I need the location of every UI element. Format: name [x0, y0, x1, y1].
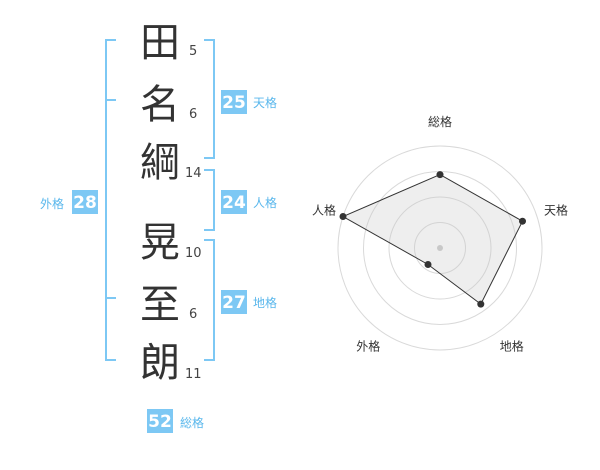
- soukaku-label: 総格: [180, 415, 204, 430]
- tenkaku-bracket: [204, 39, 215, 159]
- jinkaku-bracket: [204, 169, 215, 231]
- stroke-count-2: 6: [189, 107, 197, 122]
- jinkaku-label: 人格: [253, 195, 277, 210]
- radar-point-3: [477, 300, 485, 308]
- radar-ring-2: [388, 196, 492, 300]
- soukaku-value: 52: [148, 412, 172, 432]
- radar-axis-label-3: 地格: [500, 339, 524, 354]
- radar-point-4: [424, 261, 432, 268]
- name-char-6: 朗: [140, 340, 180, 386]
- jinkaku-value: 24: [222, 193, 246, 213]
- radar-series-shape: [341, 174, 524, 305]
- name-char-5: 至: [140, 282, 180, 328]
- gaikaku-bracket: [105, 39, 116, 361]
- stroke-count-1: 5: [189, 44, 197, 59]
- name-char-2: 名: [140, 82, 180, 128]
- stroke-count-5: 6: [189, 307, 197, 322]
- jinkaku-badge: [221, 190, 247, 214]
- radar-point-1: [436, 171, 444, 179]
- name-char-1: 田: [140, 20, 180, 66]
- radar-axis-label-5: 人格: [312, 202, 336, 217]
- radar-point-2: [519, 217, 526, 225]
- stroke-count-3: 14: [185, 166, 202, 181]
- name-char-3: 綱: [140, 140, 180, 186]
- radar-axis-label-1: 総格: [428, 114, 452, 129]
- tenkaku-label: 天格: [253, 95, 277, 110]
- gaikaku-badge: [72, 190, 98, 214]
- soukaku-badge: [147, 409, 173, 433]
- radar-ring-4: [337, 145, 543, 351]
- radar-point-5: [339, 213, 347, 220]
- name-char-4: 晃: [140, 220, 180, 266]
- chikaku-badge: [221, 290, 247, 314]
- gaikaku-value: 28: [73, 193, 97, 213]
- chikaku-label: 地格: [253, 295, 277, 310]
- radar-axis-label-2: 天格: [544, 202, 568, 217]
- stroke-count-4: 10: [185, 246, 202, 261]
- tenkaku-value: 25: [222, 93, 246, 113]
- radar-center-dot: [437, 245, 443, 251]
- chikaku-value: 27: [222, 293, 246, 313]
- radar-axis-label-4: 外格: [356, 339, 380, 354]
- stroke-count-6: 11: [185, 367, 202, 382]
- tenkaku-badge: [221, 90, 247, 114]
- chikaku-bracket: [204, 239, 215, 361]
- gaikaku-label: 外格: [40, 196, 64, 211]
